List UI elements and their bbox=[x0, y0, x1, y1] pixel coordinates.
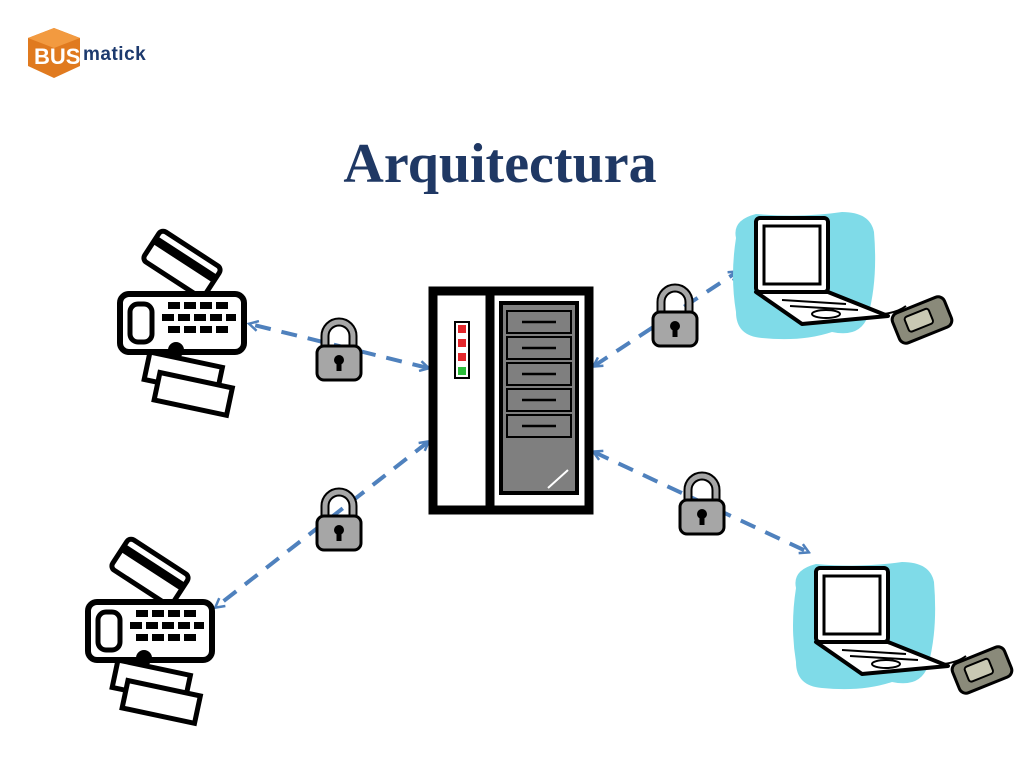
page-title: Arquitectura bbox=[343, 133, 657, 195]
svg-text:BUS: BUS bbox=[34, 44, 80, 69]
lock-icon bbox=[317, 492, 361, 550]
logo-wordmark: matick bbox=[83, 44, 147, 65]
server-rack-icon bbox=[428, 286, 594, 515]
laptop-with-card-reader-icon bbox=[731, 210, 956, 348]
laptop-with-card-reader-icon bbox=[791, 560, 1016, 698]
arrow-server-terminal-bottom-left bbox=[216, 442, 428, 607]
lock-icon bbox=[680, 476, 724, 534]
payment-terminal-icon bbox=[88, 537, 212, 723]
lock-icon bbox=[653, 288, 697, 346]
lock-icon bbox=[317, 322, 361, 380]
payment-terminal-icon bbox=[120, 229, 244, 415]
busmatick-logo: BUS bbox=[28, 28, 80, 78]
